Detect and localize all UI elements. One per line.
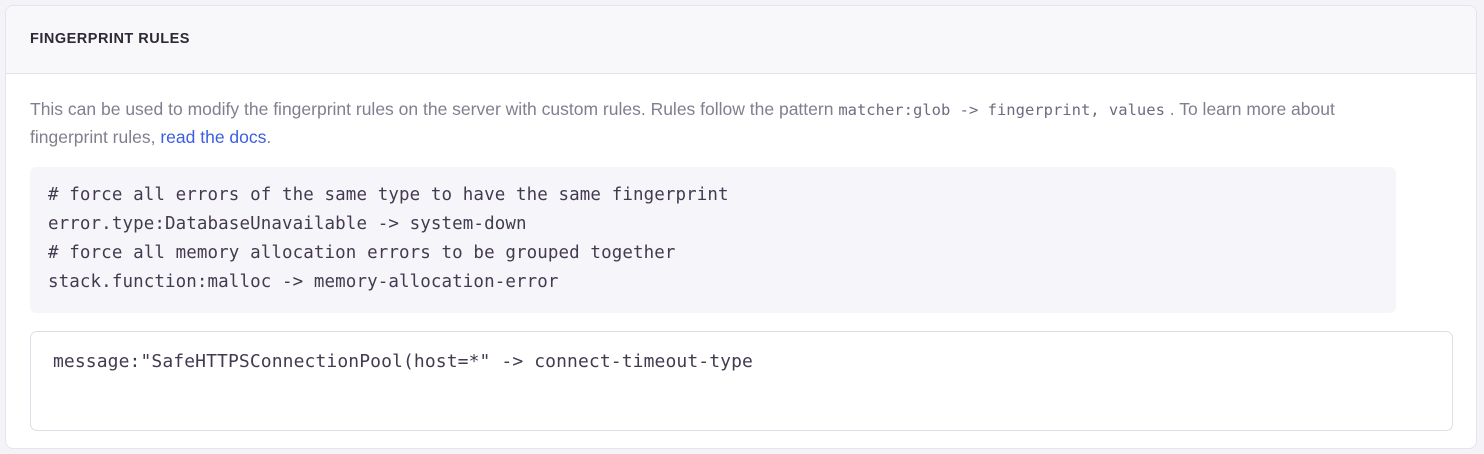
example-code-block: # force all errors of the same type to h… xyxy=(30,167,1396,313)
description-trailing: . xyxy=(266,127,272,147)
example-code-text: # force all errors of the same type to h… xyxy=(48,185,729,292)
description-lead: This can be used to modify the fingerpri… xyxy=(30,99,839,119)
panel-header: FINGERPRINT RULES xyxy=(6,6,1476,74)
read-the-docs-link[interactable]: read the docs xyxy=(160,127,267,147)
description-text: This can be used to modify the fingerpri… xyxy=(30,96,1390,151)
panel-body: This can be used to modify the fingerpri… xyxy=(6,74,1476,431)
page-title: FINGERPRINT RULES xyxy=(30,31,190,48)
fingerprint-rules-input[interactable] xyxy=(30,331,1453,431)
fingerprint-rules-panel: FINGERPRINT RULES This can be used to mo… xyxy=(5,5,1477,449)
description-middle: . To learn more about fingerprint rules, xyxy=(30,99,1335,147)
inline-code-pattern: matcher:glob -> fingerprint, values xyxy=(838,101,1165,119)
